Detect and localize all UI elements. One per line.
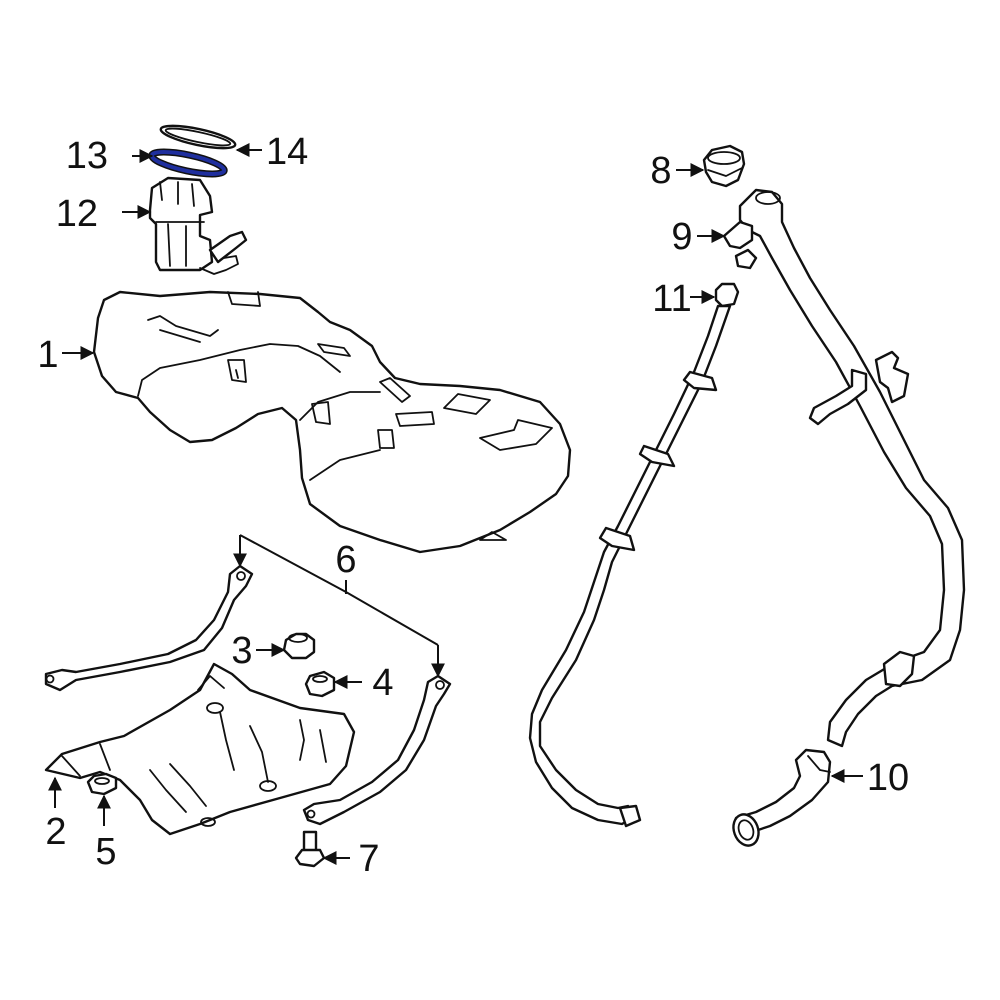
part-14-seal-ring[interactable] [159,121,237,152]
part-1-fuel-tank[interactable] [92,290,572,554]
callout-2: 2 [45,811,66,853]
part-13-gasket-highlighted[interactable] [148,147,228,178]
part-7-bolt[interactable] [294,830,326,868]
part-3-grommet[interactable] [282,632,316,660]
callout-3: 3 [231,630,252,672]
callout-5: 5 [95,831,116,873]
callout-13: 13 [66,135,108,177]
callout-9: 9 [671,216,692,258]
part-12-fuel-pump-module[interactable] [148,176,248,275]
callout-4: 4 [372,662,393,704]
part-4-grommet[interactable] [304,670,336,698]
part-11-vent-line[interactable] [528,282,740,828]
leader-6-branch-right [345,591,439,646]
part-8-filler-cap[interactable] [702,144,746,188]
callout-12: 12 [56,193,98,235]
callout-14: 14 [266,131,308,173]
part-2-heat-shield[interactable] [44,662,356,836]
part-9-filler-neck[interactable] [722,188,966,748]
leader-6-branch-left [239,534,347,593]
callout-10: 10 [867,757,909,799]
callout-1: 1 [37,334,58,376]
leader-lines [48,143,863,865]
part-6-tank-straps[interactable] [44,564,452,826]
callout-8: 8 [650,150,671,192]
callout-6: 6 [335,539,356,581]
callout-labels: 13 14 12 1 6 3 4 2 5 7 8 9 11 10 [37,131,909,880]
callout-11: 11 [652,278,691,320]
part-10-lower-hose[interactable] [729,748,832,849]
part-5-grommet[interactable] [86,772,118,796]
callout-7: 7 [358,838,379,880]
